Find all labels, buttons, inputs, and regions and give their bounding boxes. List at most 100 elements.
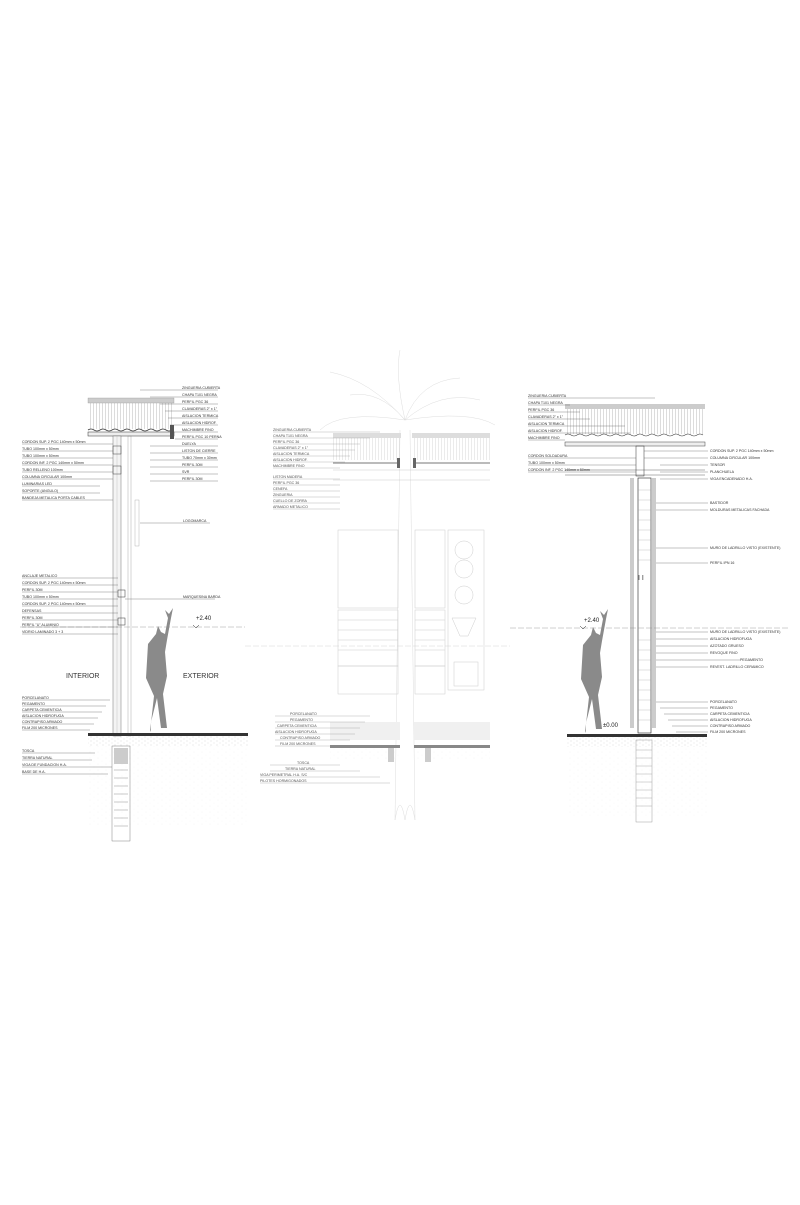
annotation-label: PERFIL 30M	[22, 588, 42, 592]
right-left-labels: CORDON SOLDADURA TUBO 100mm x 50mm CORDO…	[528, 454, 636, 473]
annotation-label: LISTON MADERA	[273, 475, 303, 479]
annotation-label: FILM 200 MICRONES	[22, 726, 58, 730]
annotation-label: CORDON SOLDADURA	[528, 454, 568, 458]
annotation-label: TUBO 70mm x 30mm	[182, 456, 217, 460]
annotation-label: CORDON SUP. 2 PGC 140mm x 50mm	[22, 581, 85, 585]
annotation-label: AISLACION HIDROFUGA	[22, 714, 64, 718]
annotation-label: PERFIL 30M	[182, 477, 202, 481]
left-foundation-labels: TOSCA TIERRA NATURAL VIGA DE FUNDACION H…	[22, 749, 112, 775]
annotation-label: CLAVADERAS 2" x 1"	[273, 446, 309, 450]
annotation-label: ARMADO METALICO	[273, 505, 308, 509]
annotation-label: MURO DE LADRILLO VISTO (EXISTENTE)	[710, 630, 780, 634]
annotation-label: PERFIL PGC 36	[273, 440, 299, 444]
annotation-label: PLANCHUELA	[710, 470, 735, 474]
annotation-label: VIDRIO LAMINADO 3 + 3	[22, 630, 63, 634]
annotation-label: CLAVADERAS 2" x 1"	[182, 407, 218, 411]
annotation-label: DUELYA	[182, 442, 196, 446]
annotation-label: PERFIL "U" ALUMINIO	[22, 623, 59, 627]
annotation-label: CORDON SUP. 2 PGC 140mm x 50mm	[710, 449, 773, 453]
annotation-label: PORCELANATO	[290, 712, 317, 716]
annotation-label: AISLACION HIDROF.	[182, 421, 217, 425]
annotation-label: TENSOR	[710, 463, 725, 467]
annotation-label: REVOQUE FINO	[710, 651, 738, 655]
annotation-label: REVEST. LADRILLO CERAMICO	[710, 665, 764, 669]
annotation-label: MARQUESINA BARDA	[183, 595, 221, 599]
annotation-label: PERFIL IPN 16	[710, 561, 734, 565]
annotation-label: MURO DE LADRILLO VISTO (EXISTENTE)	[710, 546, 780, 550]
annotation-label: PERFIL PGC 36	[273, 481, 299, 485]
annotation-label: CENEFA	[273, 487, 288, 491]
annotation-label: AISLACION HIDROFUGA	[710, 718, 752, 722]
annotation-label: ZINGUERIA CUBIERTA	[528, 394, 567, 398]
annotation-label: SVR	[182, 470, 190, 474]
annotation-label: CHAPA T101 NEGRA	[273, 434, 308, 438]
annotation-label: TUBO 100mm x 50mm	[22, 447, 59, 451]
annotation-label: BANDEJA METALICA PORTA CABLES	[22, 496, 86, 500]
annotation-label: CORDON INF. 2 PGC 140mm x 50mm	[22, 461, 84, 465]
annotation-label: LUMINARIAS LED	[22, 482, 52, 486]
annotation-label: TUBO 100mm x 50mm	[22, 595, 59, 599]
level-marker-zero: ±0.00	[603, 723, 619, 729]
annotation-label: PEGAMENTO	[710, 706, 733, 710]
annotation-label: VIGA ENCADENADO H.A.	[710, 477, 753, 481]
annotation-label: BASE DE H.A.	[22, 770, 46, 774]
right-floor-labels: PORCELANATO PEGAMENTO CARPETA CEMENTICIA…	[656, 700, 752, 734]
zone-interior-label: INTERIOR	[66, 673, 99, 680]
left-mid-labels: ANCLAJE METALICO CORDON SUP. 2 PGC 140mm…	[22, 574, 118, 635]
annotation-label: CARPETA CEMENTICIA	[710, 712, 750, 716]
annotation-label: PERFIL PGC 10 PERNA	[182, 435, 222, 439]
annotation-label: MACHIMBRE FINO	[528, 436, 560, 440]
annotation-label: MOLDURAS METALICAS FACHADA	[710, 508, 770, 512]
annotation-label: PEGAMENTO	[740, 658, 763, 662]
annotation-label: LOGOMARCA	[183, 519, 207, 523]
annotation-label: AISLACION TERMICA	[182, 414, 219, 418]
annotation-label: TUBO 100mm x 50mm	[22, 454, 59, 458]
annotation-label: CARPETA CEMENTICIA	[277, 724, 317, 728]
section-center: ZINGUERIA CUBIERTA CHAPA T101 NEGRA PERF…	[245, 349, 510, 821]
annotation-label: PEGAMENTO	[22, 702, 45, 706]
annotation-label: PERFIL PGC 36	[182, 400, 208, 404]
annotation-label: PEGAMENTO	[290, 718, 313, 722]
section-left: +2.40 INTERIOR EXTERIOR	[20, 386, 248, 842]
right-right-labels: CORDON SUP. 2 PGC 140mm x 50mm COLUMNA C…	[644, 449, 780, 565]
center-foundation-labels: TOSCA TIERRA NATURAL VIGA PERIMETRAL H.A…	[260, 761, 390, 784]
annotation-label: TOSCA	[297, 761, 310, 765]
modulor-figure-right	[581, 609, 608, 733]
annotation-label: TIERRA NATURAL	[22, 756, 53, 760]
annotation-label: PORCELANATO	[710, 700, 737, 704]
annotation-label: AISLACION HIDROF.	[273, 458, 308, 462]
annotation-label: TUBO RELLENO 100mm	[22, 468, 63, 472]
center-roof-labels: ZINGUERIA CUBIERTA CHAPA T101 NEGRA PERF…	[273, 428, 380, 510]
annotation-label: TUBO 100mm x 50mm	[528, 461, 565, 465]
annotation-label: CORDON SUP. 2 PGC 140mm x 50mm	[22, 602, 85, 606]
center-floor-labels: PORCELANATO PEGAMENTO CARPETA CEMENTICIA…	[275, 712, 370, 747]
annotation-label: PERFIL 30M	[182, 463, 202, 467]
annotation-label: TOSCA	[22, 749, 35, 753]
left-column-labels: CORDON SUP. 2 PGC 140mm x 50mm TUBO 100m…	[22, 440, 113, 501]
annotation-label: LISTON DE CIERRE	[182, 449, 216, 453]
annotation-label: PERFIL PGC 36	[528, 408, 554, 412]
annotation-label: ZINGUERIA	[273, 493, 293, 497]
left-right-labels: LOGOMARCA MARQUESINA BARDA	[125, 519, 221, 600]
annotation-label: CORDON SUP. 2 PGC 140mm x 50mm	[22, 440, 85, 444]
annotation-label: CORDON INF. 2 PGC 140mm x 50mm	[528, 468, 590, 472]
modulor-figure-left	[146, 608, 173, 732]
annotation-label: AISLACION TERMICA	[273, 452, 310, 456]
annotation-label: CUELLO DE ZORRA	[273, 499, 308, 503]
annotation-label: PERFIL 30M	[22, 616, 42, 620]
annotation-label: COLUMNA CIRCULAR 100mm	[710, 456, 760, 460]
right-wall-labels: MURO DE LADRILLO VISTO (EXISTENTE) AISLA…	[656, 630, 780, 669]
annotation-label: SOPORTE (ANGULO)	[22, 489, 58, 493]
annotation-label: CARPETA CEMENTICIA	[22, 708, 62, 712]
annotation-label: COLUMNA CIRCULAR 100mm	[22, 475, 72, 479]
annotation-label: FILM 200 MICRONES	[280, 742, 316, 746]
section-right: I I +2.40 ±0.00 ZINGUERIA CUBIERTA	[510, 394, 790, 823]
annotation-label: CHAPA T101 NEGRA	[528, 401, 563, 405]
annotation-label: CONTRAPISO ARMADO	[280, 736, 321, 740]
annotation-label: ZINGUERIA CUBIERTA	[182, 386, 221, 390]
level-marker-left: +2.40	[196, 616, 212, 622]
annotation-label: FILM 200 MICRONES	[710, 730, 746, 734]
left-roof-labels: ZINGUERIA CUBIERTA CHAPA T101 NEGRA PERF…	[140, 386, 222, 482]
annotation-label: BASTIDOR	[710, 501, 729, 505]
annotation-label: AISLACION HIDROFUGA	[710, 637, 752, 641]
